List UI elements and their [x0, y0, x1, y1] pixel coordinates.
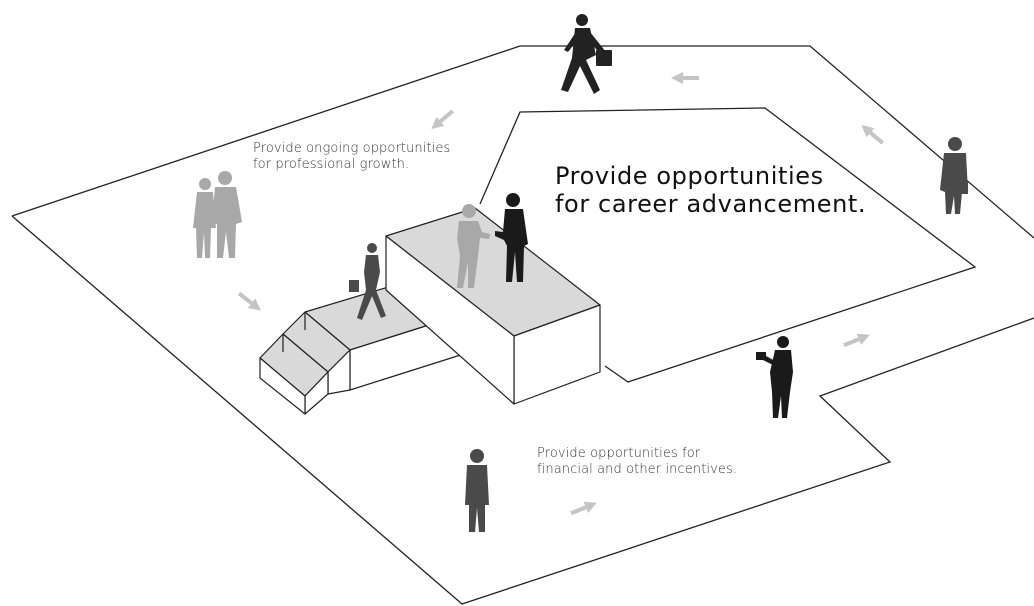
- figure-handshake-right: [495, 193, 528, 282]
- direction-arrows: [237, 72, 885, 516]
- figure-woman-stairs: [349, 243, 386, 320]
- arrow-up-left-right: [861, 125, 885, 145]
- path-outline-outer-bottom: [11, 215, 1034, 605]
- figure-woman-clipboard: [756, 336, 793, 418]
- path-outline-inner: [479, 107, 977, 383]
- figure-walking-man-top: [561, 14, 612, 94]
- platform: [385, 207, 601, 405]
- arrow-up-right-lower: [570, 501, 597, 516]
- arrow-down-left: [431, 109, 455, 129]
- figure-man-standing-bottom: [465, 449, 489, 532]
- path-outline-outer: [11, 45, 1034, 239]
- label-career-advancement-line1: Provide opportunities: [555, 162, 824, 190]
- figure-handshake-left: [457, 204, 490, 288]
- label-career-advancement: Provide opportunities for career advance…: [555, 162, 866, 218]
- label-financial-incentives-line1: Provide opportunities for: [537, 446, 701, 461]
- label-professional-growth: Provide ongoing opportunities for profes…: [253, 141, 450, 173]
- label-financial-incentives: Provide opportunities for financial and …: [537, 446, 737, 478]
- label-professional-growth-line2: for professional growth.: [253, 157, 410, 172]
- label-financial-incentives-line2: financial and other incentives.: [537, 462, 738, 477]
- figure-man-briefcase-right: [940, 137, 968, 214]
- label-professional-growth-line1: Provide ongoing opportunities: [253, 141, 451, 156]
- arrow-up-right-mid: [843, 333, 870, 348]
- figure-couple-left: [193, 171, 242, 258]
- arrow-left-top: [671, 72, 699, 84]
- label-career-advancement-line2: for career advancement.: [555, 190, 867, 218]
- arrow-down-right: [237, 291, 262, 311]
